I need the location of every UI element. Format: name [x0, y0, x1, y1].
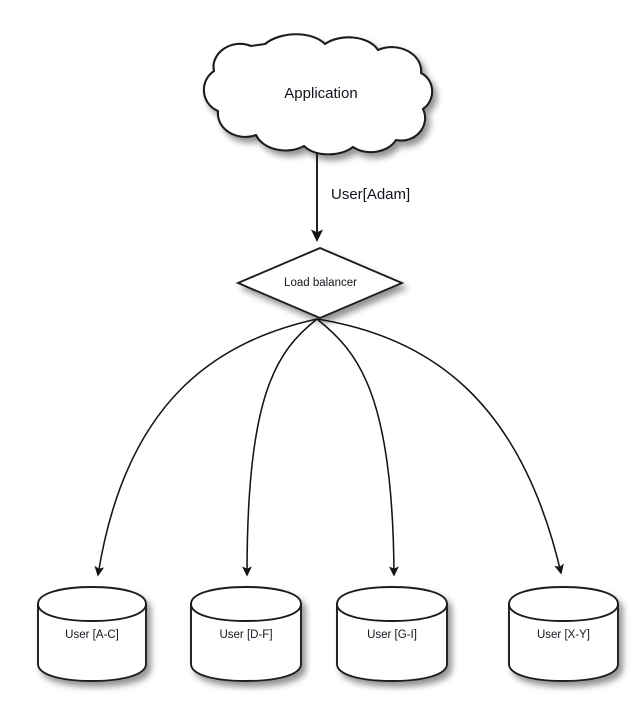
database-icon	[508, 586, 619, 682]
diamond-decision-icon	[235, 246, 405, 320]
edge-curve	[316, 318, 564, 575]
edge-curve	[94, 318, 318, 577]
edge-curve	[316, 318, 399, 577]
shard-node-3[interactable]	[336, 586, 448, 682]
database-top-ellipse	[190, 603, 302, 622]
database-top-ellipse	[508, 603, 619, 622]
database-icon	[37, 586, 147, 682]
edge-balancer-to-shard-3	[316, 318, 399, 577]
database-top-ellipse	[37, 603, 147, 622]
edge-balancer-to-shard-4	[316, 318, 564, 575]
shard-node-4[interactable]	[508, 586, 619, 682]
shard-node-1[interactable]	[37, 586, 147, 682]
shard-node-2[interactable]	[190, 586, 302, 682]
cloud-icon	[202, 33, 434, 156]
database-top-ellipse	[336, 603, 448, 622]
cloud-node[interactable]	[202, 33, 434, 156]
edge-balancer-to-shard-1	[94, 318, 318, 577]
edge-curve	[242, 318, 318, 577]
load-balancer-node[interactable]	[235, 246, 405, 320]
database-icon	[190, 586, 302, 682]
database-icon	[336, 586, 448, 682]
edge-balancer-to-shard-2	[242, 318, 318, 577]
